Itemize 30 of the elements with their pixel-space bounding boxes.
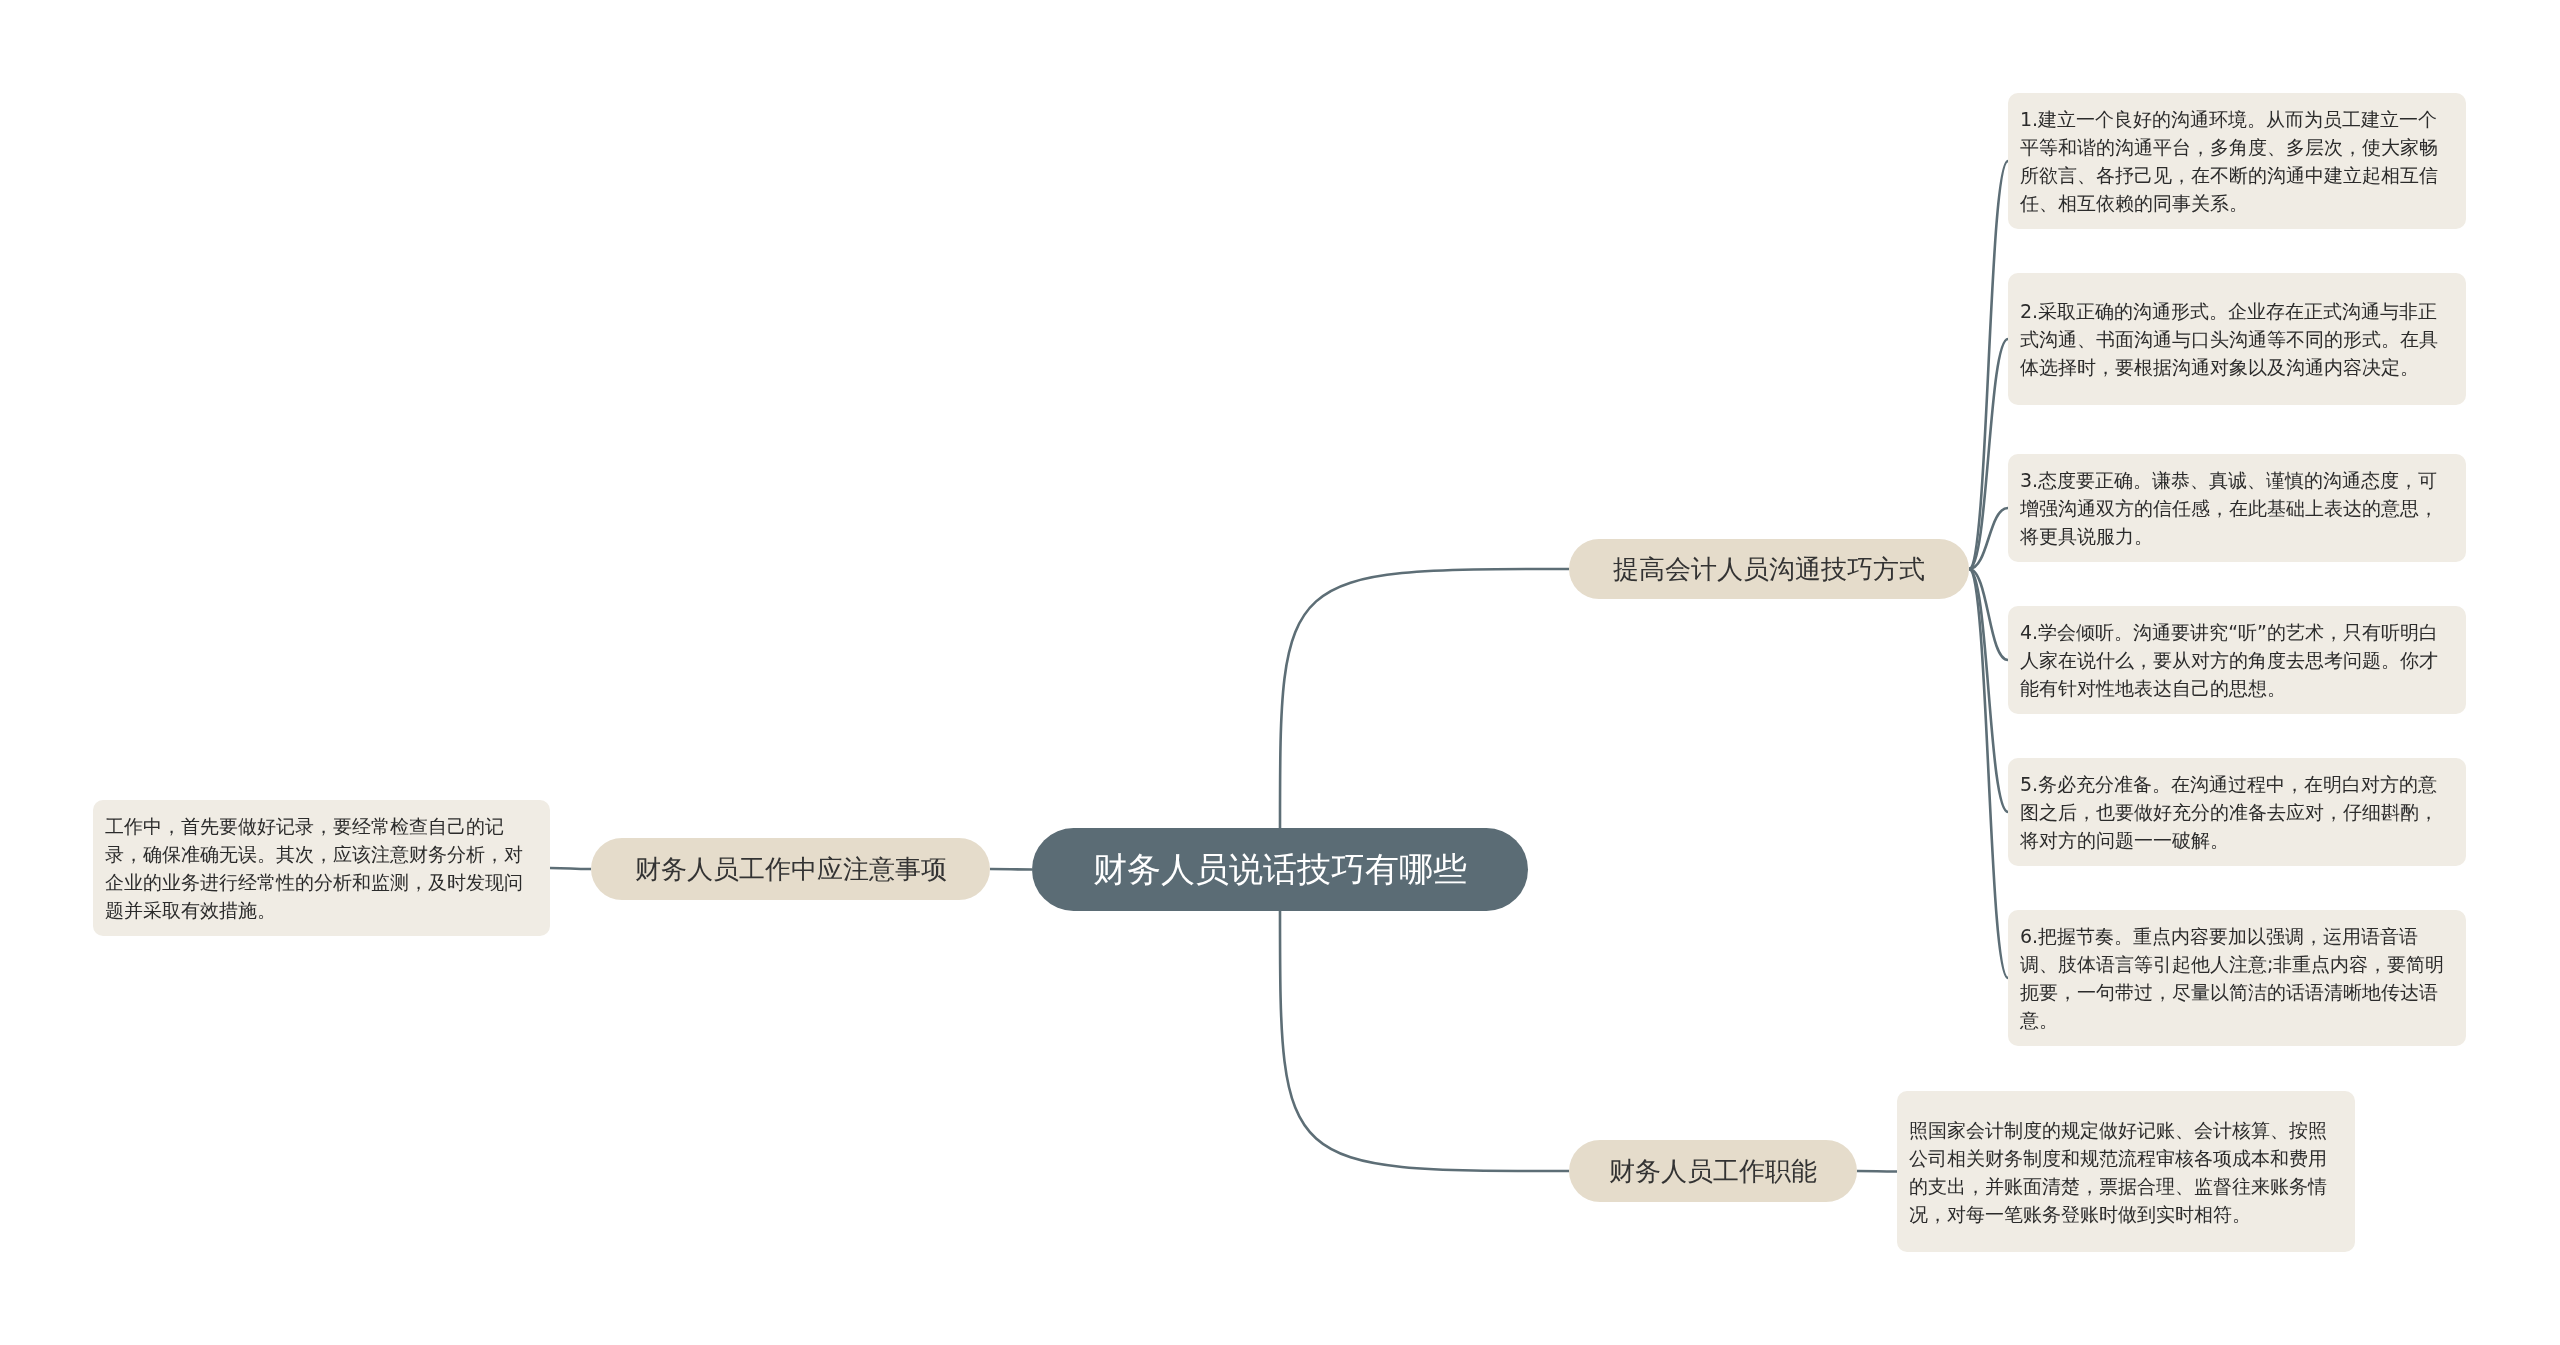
connector-line: [1967, 160, 2010, 570]
note-card: [2008, 273, 2466, 405]
topic-label: 提高会计人员沟通技巧方式: [1613, 552, 1925, 586]
connector-line: [1968, 568, 2009, 813]
connector-line: [990, 867, 1032, 871]
note-text: 3.态度要正确。谦恭、真诚、谨慎的沟通态度，可增强沟通双方的信任感，在此基础上表达的意思，将更具说服力。: [2020, 468, 2439, 549]
connector-line: [1967, 568, 2010, 979]
connector-line: [550, 866, 591, 871]
topic-label: 财务人员工作中应注意事项: [634, 852, 947, 886]
note-text: 2.采取正确的沟通形式。企业存在正式沟通与非正式沟通、书面沟通与口头沟通等不同的形式。在具体选择时，要根据沟通对象以及沟通内容决定。: [2020, 299, 2439, 380]
note-text: 1.建立一个良好的沟通环境。从而为员工建立一个平等和谐的沟通平台，多角度、多层次，使大家畅所欲言、各抒己见，在不断的沟通中建立起相互信任、相互依赖的同事关系。: [2020, 107, 2439, 216]
note-card: [2008, 93, 2466, 229]
note-card: [2008, 910, 2466, 1046]
note-text: 工作中，首先要做好记录，要经常检查自己的记录，确保准确无误。其次，应该注意财务分析，对企业的业务进行经常性的分析和监测，及时发现问题并采取有效措施。: [105, 814, 524, 923]
note-card: [2008, 606, 2466, 714]
topic-title: 财务人员说话技巧有哪些: [1093, 847, 1467, 891]
note-text: 照国家会计制度的规定做好记账、会计核算、按照公司相关财务制度和规范流程审核各项成本和费用的支出，并账面清楚，票据合理、监督往来账务情况，对每一笔账务登账时做到实时相符。: [1909, 1117, 2328, 1227]
topic-box: [1569, 539, 1969, 599]
connector-line: [1857, 1169, 1897, 1173]
note-card: [93, 800, 550, 936]
note-text: 4.学会倾听。沟通要讲究“听”的艺术，只有听明白人家在说什么，要从对方的角度去思考问题。你才能有针对性地表达自己的思想。: [2020, 620, 2439, 701]
connector-line: [1278, 911, 1569, 1173]
note-card: [2008, 758, 2466, 866]
note-card: [2008, 454, 2466, 562]
note-card: [1897, 1091, 2355, 1252]
topic-label: 财务人员工作职能: [1609, 1154, 1817, 1188]
note-text: 6.把握节奏。重点内容要加以强调，运用语音语调、肢体语言等引起他人注意;非重点内容，要简明扼要，一句带过，尽量以简洁的话语清晰地传达语意。: [2020, 924, 2446, 1033]
connector-line: [1278, 567, 1569, 828]
note-text: 5.务必充分准备。在沟通过程中，在明白对方的意图之后，也要做好充分的准备去应对，仔细斟酌，将对方的问题一一破解。: [2020, 772, 2439, 853]
connector-line: [1968, 338, 2009, 570]
